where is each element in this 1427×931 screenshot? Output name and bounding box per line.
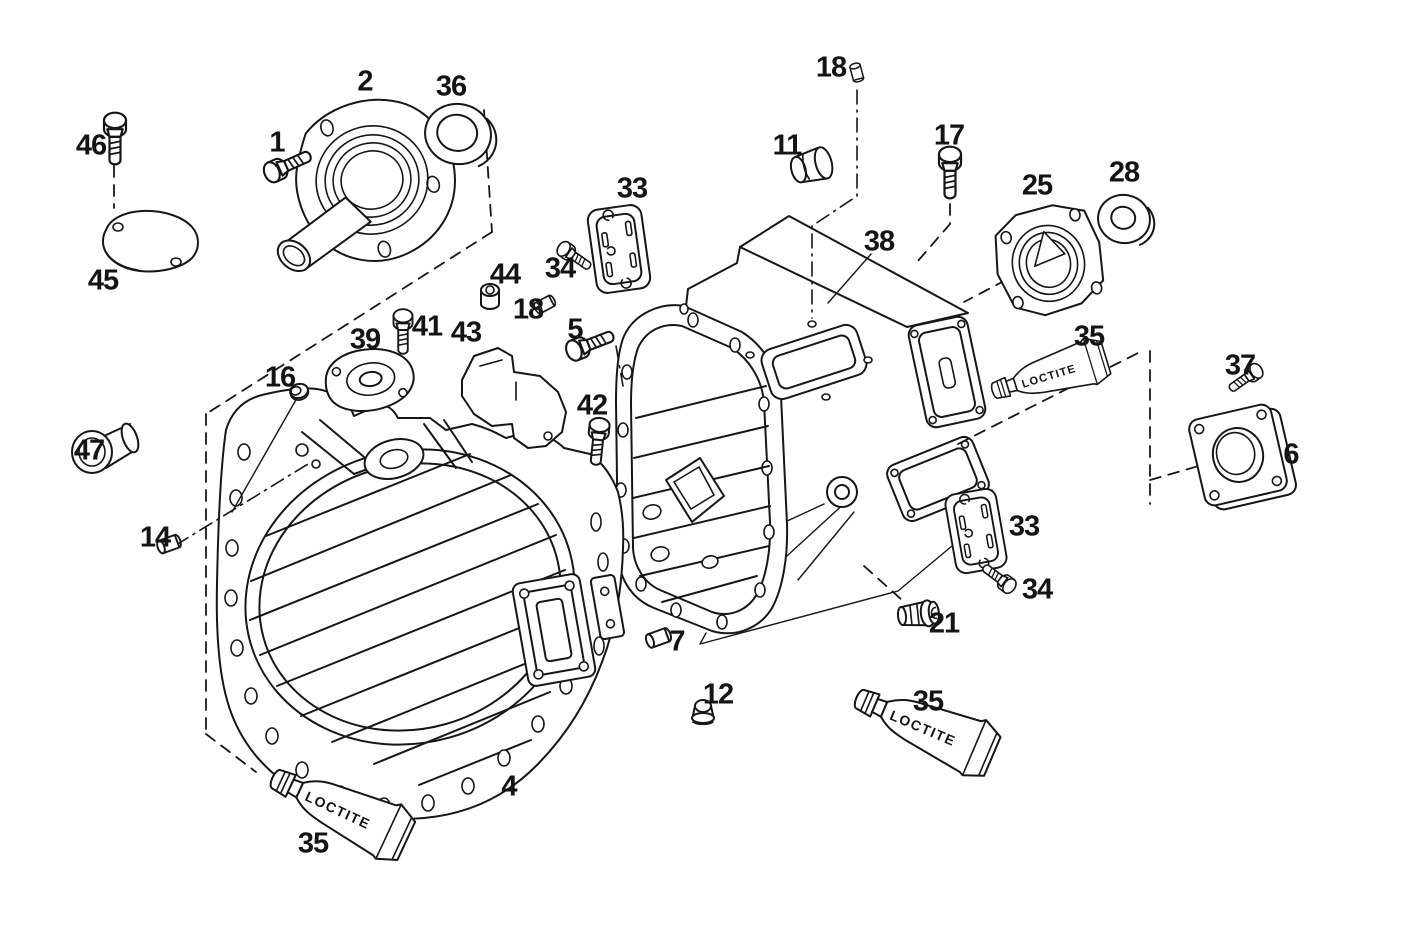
part-label-11-17: 11 — [772, 129, 803, 162]
part-label-5-13: 5 — [567, 313, 583, 346]
leader-lines — [175, 89, 1217, 601]
part-label-38-22: 38 — [863, 225, 895, 258]
part-47-bushing — [71, 422, 140, 474]
part-label-16-6: 16 — [264, 361, 296, 394]
part-45-cover-plate — [101, 209, 199, 273]
part-2-bearing-retainer — [276, 98, 456, 273]
part-label-42-14: 42 — [576, 389, 608, 422]
part-38-gear-case-drawing — [615, 215, 993, 645]
part-label-47-5: 47 — [73, 434, 105, 467]
part-label-18-18: 18 — [815, 51, 847, 84]
part-label-6-25: 6 — [1283, 438, 1299, 471]
part-label-2-2: 2 — [357, 65, 373, 98]
part-label-43-10: 43 — [450, 316, 482, 349]
part-label-1-1: 1 — [269, 126, 285, 159]
part-11-split-bushing — [789, 146, 834, 184]
part-label-44-11: 44 — [489, 258, 521, 291]
part-label-39-8: 39 — [349, 323, 381, 356]
part-label-4-32: 4 — [501, 770, 517, 803]
housing-side-bracket — [589, 574, 626, 641]
leader-21 — [863, 565, 903, 601]
part-label-35-23: 35 — [1073, 320, 1105, 353]
leader-38 — [827, 253, 872, 304]
part-16-plug — [289, 382, 310, 401]
part-39-flange-plate — [324, 348, 415, 413]
part-6-output-flange — [1188, 403, 1297, 511]
part-44-sleeve — [480, 283, 500, 310]
part-label-33-26: 33 — [1008, 510, 1040, 543]
leader-17 — [916, 203, 951, 263]
part-33-cover-bottom — [942, 486, 1010, 576]
part-33-cover-top — [585, 202, 653, 296]
loctite-tube-right: LOCTITE — [984, 333, 1114, 416]
part-label-17-19: 17 — [933, 119, 965, 152]
part-17-bolt — [937, 145, 963, 200]
part-label-25-20: 25 — [1021, 169, 1053, 202]
leader-6-a — [957, 350, 1143, 445]
part-36-seal-ring — [424, 102, 498, 168]
part-label-35-31: 35 — [912, 685, 944, 718]
part-12-plug — [691, 699, 715, 726]
part-7-dowel — [643, 626, 674, 650]
leader-16 — [231, 397, 298, 513]
part-label-36-3: 36 — [435, 70, 467, 103]
part-4-clutch-housing-drawing — [215, 387, 626, 820]
leader-5 — [615, 345, 624, 387]
part-28-seal — [1097, 193, 1156, 246]
part-label-45-4: 45 — [87, 264, 119, 297]
part-label-34-27: 34 — [1021, 573, 1053, 606]
part-label-28-21: 28 — [1108, 156, 1140, 189]
part-label-34-15: 34 — [544, 252, 576, 285]
shifter-opening — [760, 323, 868, 401]
part-21-plug — [896, 599, 940, 628]
case-rear-face — [907, 315, 987, 429]
leader-25 — [963, 279, 1007, 303]
part-41-bolt — [392, 308, 414, 355]
part-label-21-28: 21 — [928, 607, 960, 640]
part-label-33-16: 33 — [616, 172, 648, 205]
housing-side-pad — [511, 573, 597, 687]
part-label-35-33: 35 — [297, 827, 329, 860]
part-label-41-9: 41 — [411, 310, 443, 343]
part-label-7-29: 7 — [669, 625, 685, 658]
part-label-12-30: 12 — [702, 678, 734, 711]
part-46-bolt — [102, 111, 128, 166]
leader-14 — [175, 463, 309, 546]
part-label-46-0: 46 — [75, 129, 107, 162]
part-label-37-24: 37 — [1224, 349, 1256, 382]
part-25-rear-retainer — [994, 204, 1105, 317]
part-18-pin-top — [848, 61, 865, 84]
part-label-18-12: 18 — [512, 293, 544, 326]
part-label-14-7: 14 — [139, 521, 171, 554]
part-43-bracket — [461, 347, 567, 449]
leader-18-top — [811, 89, 858, 319]
